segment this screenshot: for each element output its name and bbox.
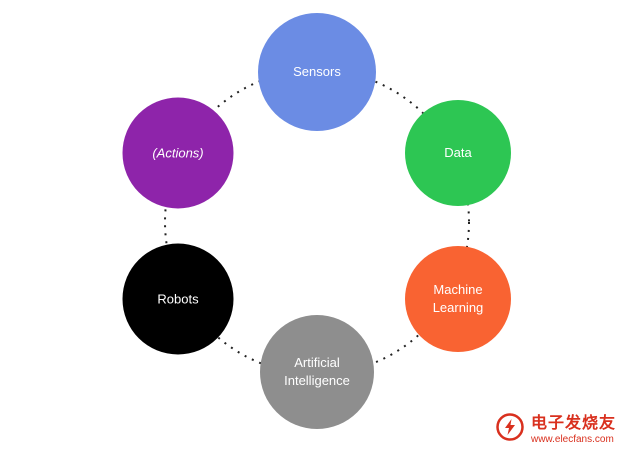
node-actions-label: (Actions) (152, 145, 204, 161)
watermark-url: www.elecfans.com (530, 434, 614, 445)
node-robots-label: Robots (157, 291, 199, 307)
watermark: 电子发烧友 www.elecfans.com (495, 409, 616, 445)
watermark-text: 电子发烧友 www.elecfans.com (531, 409, 616, 445)
node-robots: Robots (122, 243, 234, 355)
node-actions: (Actions) (122, 97, 234, 209)
watermark-brand: 电子发烧友 (530, 415, 616, 432)
node-data: Data (405, 100, 511, 206)
node-data-label: Data (444, 145, 472, 161)
node-artificial-intelligence: Artificial Intelligence (260, 315, 374, 429)
node-artificial-intelligence-label: Artificial Intelligence (284, 355, 350, 388)
node-machine-learning-label: Machine Learning (432, 282, 484, 315)
node-sensors-label: Sensors (293, 64, 341, 80)
node-sensors: Sensors (258, 13, 376, 131)
node-machine-learning: Machine Learning (405, 246, 511, 352)
elecfans-logo-icon (496, 413, 524, 441)
